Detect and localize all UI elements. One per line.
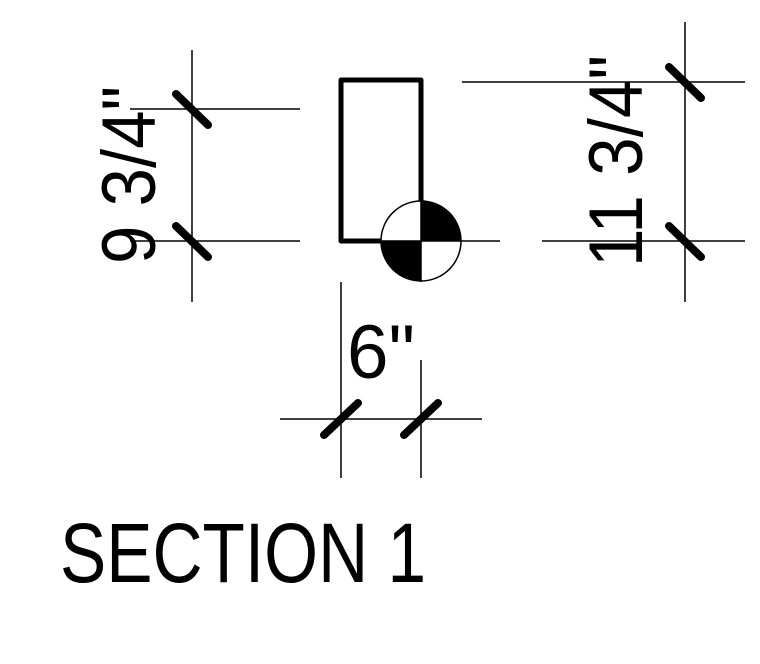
left-height-dimension: 9 3/4" <box>87 50 300 302</box>
right-dim-bottom-tick <box>665 222 705 261</box>
right-dim-top-tick <box>665 63 705 102</box>
width-label: 6" <box>347 310 415 395</box>
width-dimension: 6" <box>280 282 482 478</box>
left-height-label: 9 3/4" <box>87 86 172 264</box>
right-height-dimension: 11 3/4" <box>462 22 745 302</box>
section-title: SECTION 1 <box>60 506 426 600</box>
left-dim-bottom-tick <box>172 222 212 261</box>
centroid-quadrant-upper-right <box>421 201 461 241</box>
centroid-symbol <box>380 200 500 282</box>
width-dim-right-tick <box>400 399 442 439</box>
left-dim-top-tick <box>172 90 212 129</box>
width-dim-left-tick <box>320 399 362 439</box>
centroid-quadrant-lower-left <box>381 241 421 281</box>
right-height-label: 11 3/4" <box>574 55 659 267</box>
